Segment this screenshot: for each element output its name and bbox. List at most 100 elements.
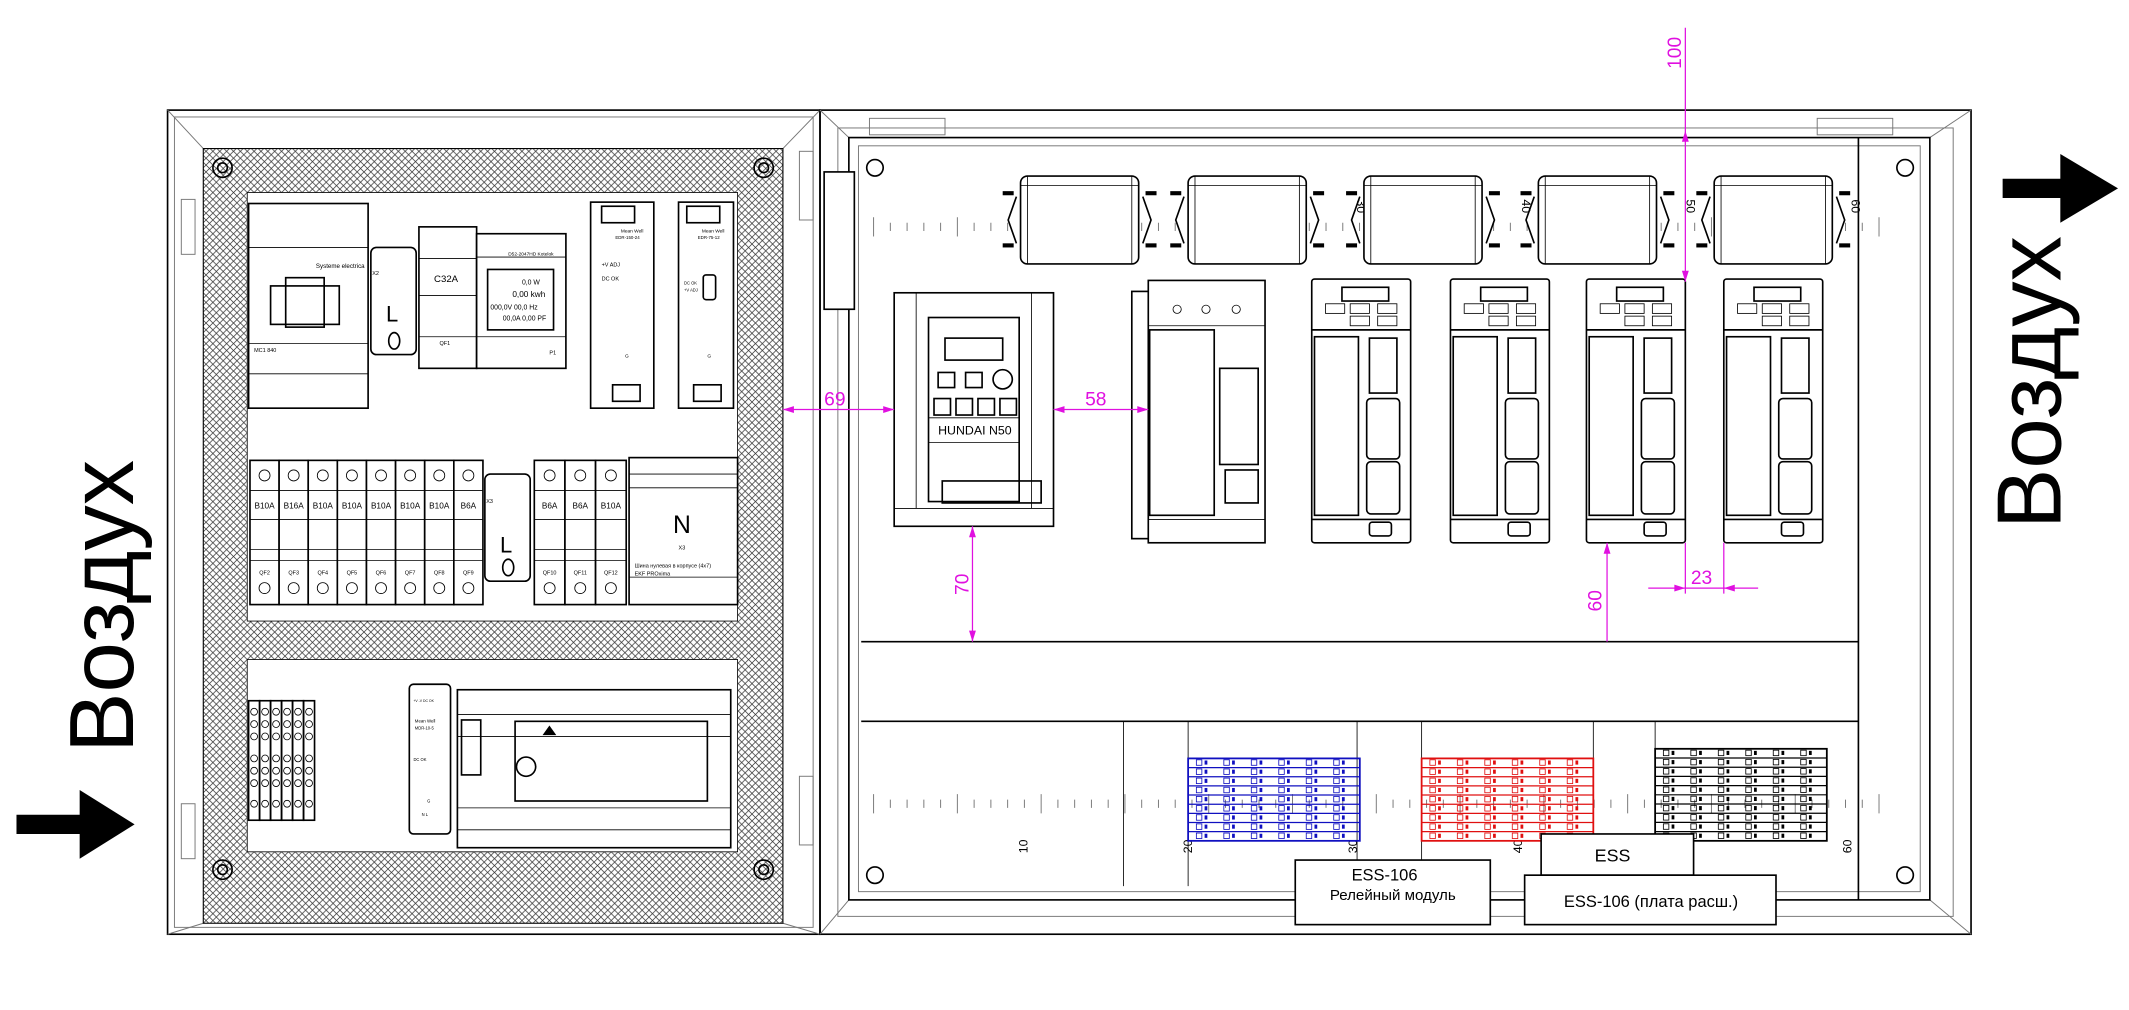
terminal-cell: [1690, 823, 1697, 830]
terminal-pin: [1204, 778, 1208, 783]
psu3-ok: DC OK: [413, 757, 426, 762]
drive-key: [1761, 315, 1782, 327]
filter-lead: [1170, 191, 1182, 196]
x3-letter: L: [500, 532, 512, 557]
terminal-cell: [1195, 786, 1203, 794]
terminal-pin: [1754, 778, 1757, 783]
terminal-pin: [1808, 769, 1812, 774]
screw-icon: [305, 707, 313, 716]
terminal-cell: [1278, 823, 1285, 830]
terminal-cell: [1305, 832, 1313, 839]
terminal-pin: [1204, 806, 1208, 811]
terminal-pin: [1259, 833, 1263, 838]
filter-lead: [1002, 191, 1014, 196]
psu1-brand: Mean Well: [621, 228, 644, 234]
terminal-cell: [1511, 814, 1519, 821]
drive-key: [1515, 303, 1537, 314]
ethernet-port: [1780, 337, 1810, 394]
terminal-pin: [1781, 778, 1785, 783]
drive-divider: [1450, 329, 1550, 521]
terminal-cell: [1484, 786, 1491, 794]
drive-key: [1651, 315, 1673, 327]
drive-key: [1349, 315, 1370, 327]
terminal-cell: [1333, 759, 1340, 766]
terminal-cell: [1690, 786, 1697, 793]
terminal-pin: [1314, 824, 1318, 829]
breaker-rating: B10A: [313, 501, 334, 510]
breaker-rating: B6A: [572, 501, 588, 510]
dim-100: 100: [1665, 37, 1686, 69]
terminal-pin: [1671, 806, 1675, 811]
terminal-cell: [1429, 786, 1436, 794]
filter-lead: [1488, 243, 1500, 248]
terminal-cell: [1800, 804, 1807, 812]
terminal-pin: [1493, 815, 1496, 820]
terminal-pin: [1754, 806, 1757, 811]
x2-tag: X2: [372, 271, 379, 277]
terminal-cell: [1800, 823, 1807, 830]
breaker-divider: [395, 490, 425, 562]
terminal-cell: [1662, 777, 1670, 784]
screw-icon: [272, 720, 280, 728]
terminal-pin: [1754, 769, 1757, 774]
terminal-pin: [1726, 824, 1730, 829]
terminal-cell: [1333, 823, 1340, 830]
terminal-cell: [1800, 786, 1807, 793]
terminal-pin: [1493, 824, 1496, 829]
filter-lead: [1696, 191, 1708, 196]
dim-23: 23: [1691, 568, 1712, 589]
screw-icon: [305, 799, 313, 808]
terminal-cell: [1745, 777, 1752, 784]
terminal-cell: [1772, 749, 1780, 757]
drive-cover: [1313, 335, 1360, 517]
terminal-pin: [1547, 797, 1551, 802]
screw-icon: [543, 582, 556, 595]
drive-key: [1789, 303, 1810, 314]
terminal-pin: [1438, 815, 1441, 820]
terminal-cell: [1333, 796, 1340, 803]
terminal-pin: [1259, 824, 1263, 829]
terminal-cell: [1429, 759, 1436, 766]
screw-icon: [305, 779, 313, 787]
terminal-cell: [1662, 758, 1670, 766]
terminal-pin: [1520, 797, 1524, 802]
filter-lead: [1663, 191, 1675, 196]
filter-lead: [1520, 243, 1532, 248]
screw-icon: [305, 766, 313, 775]
drive-key: [1624, 303, 1645, 314]
terminal-cell: [1690, 749, 1697, 757]
breaker-body: [365, 459, 397, 606]
terminal-cell: [1250, 796, 1258, 803]
terminal-cell: [1305, 768, 1313, 775]
screw-icon: [250, 707, 258, 716]
vfd-hundai-n50: HUNDAI N50: [893, 291, 1055, 528]
drive-divider: [1311, 329, 1411, 521]
terminal-cell: [1745, 823, 1752, 830]
terminal-cell: [1717, 758, 1725, 766]
terminal-pin: [1781, 815, 1785, 820]
terminal-pin: [1259, 778, 1263, 783]
screw-icon: [283, 732, 291, 741]
terminal-cell: [1745, 758, 1752, 766]
connector-cn2: [1640, 460, 1676, 515]
terminal-cell: [1690, 768, 1697, 775]
psu2-adj: +V ADJ: [684, 287, 698, 292]
qf1-rating: C32A: [434, 274, 459, 285]
terminal-cell: [1690, 795, 1697, 803]
terminal-pin: [1520, 769, 1524, 774]
arrow-right-icon: [2002, 154, 2119, 223]
terminal-cell: [1195, 777, 1203, 785]
screw-icon: [272, 707, 280, 716]
terminal-cell: [1223, 796, 1230, 803]
terminal-cell: [1772, 786, 1780, 793]
terminal-pin: [1781, 796, 1785, 801]
terminal-cell: [1484, 759, 1491, 766]
terminal-cell: [1772, 777, 1780, 784]
terminal-pin: [1754, 796, 1757, 801]
filter-body: [1713, 175, 1834, 265]
terminal-pin: [1699, 824, 1702, 829]
terminal-cell: [1511, 759, 1519, 766]
terminal-cell: [1305, 796, 1313, 803]
